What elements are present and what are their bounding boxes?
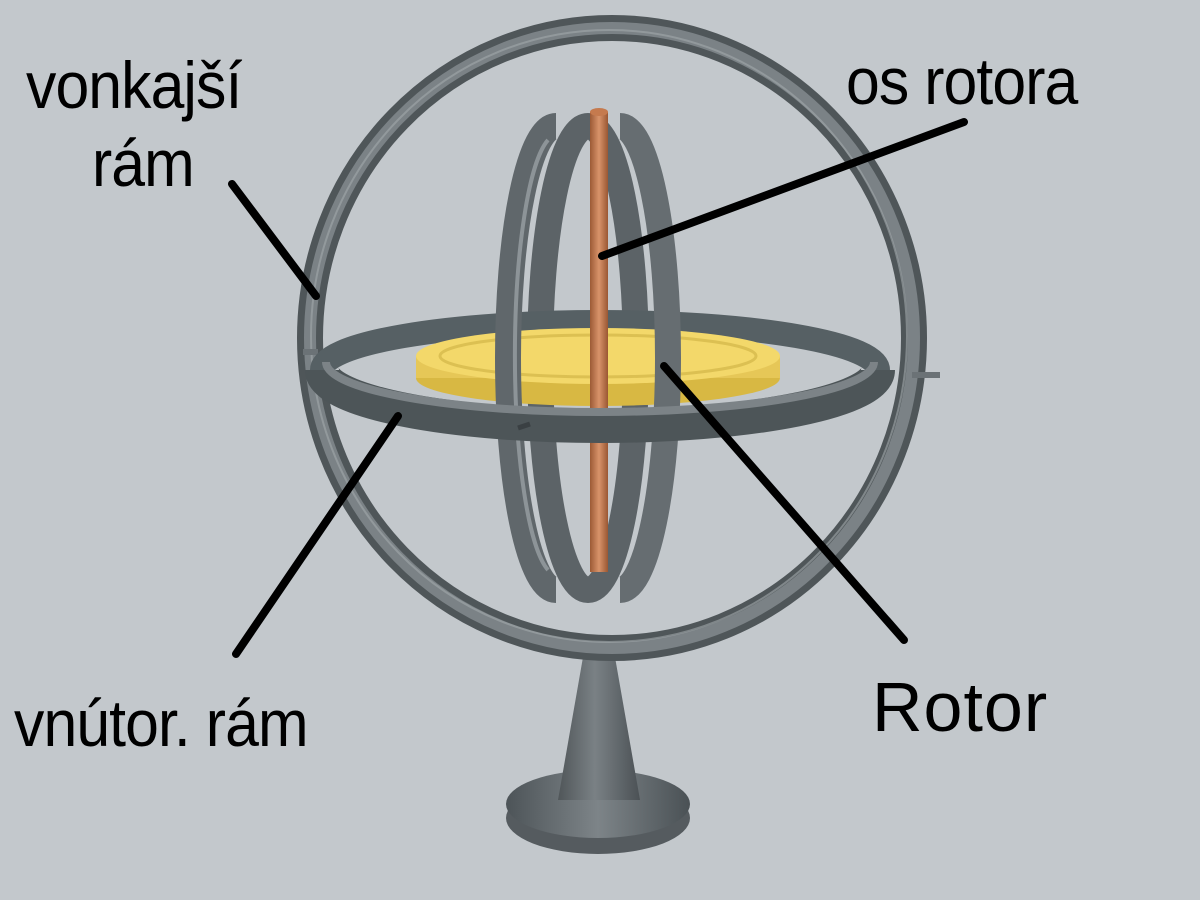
stand (506, 640, 690, 854)
leader-rotor (660, 362, 908, 644)
inner-frame-front (305, 361, 895, 443)
leader-lines (228, 118, 968, 658)
outer-frame-ring (297, 15, 940, 661)
leader-outer-frame (228, 180, 320, 300)
outer-frame-label-line2: rám (92, 126, 195, 200)
rotor-gimbal-front (495, 113, 681, 603)
rotor-axis (590, 108, 608, 572)
outer-frame-label-line1: vonkajší (26, 48, 242, 122)
inner-frame-label: vnútor. rám (14, 686, 309, 760)
rotor-label: Rotor (872, 668, 1049, 746)
leader-inner-frame (232, 412, 402, 658)
rotor-axis-label: os rotora (846, 44, 1078, 118)
leader-rotor-axis (598, 118, 968, 260)
